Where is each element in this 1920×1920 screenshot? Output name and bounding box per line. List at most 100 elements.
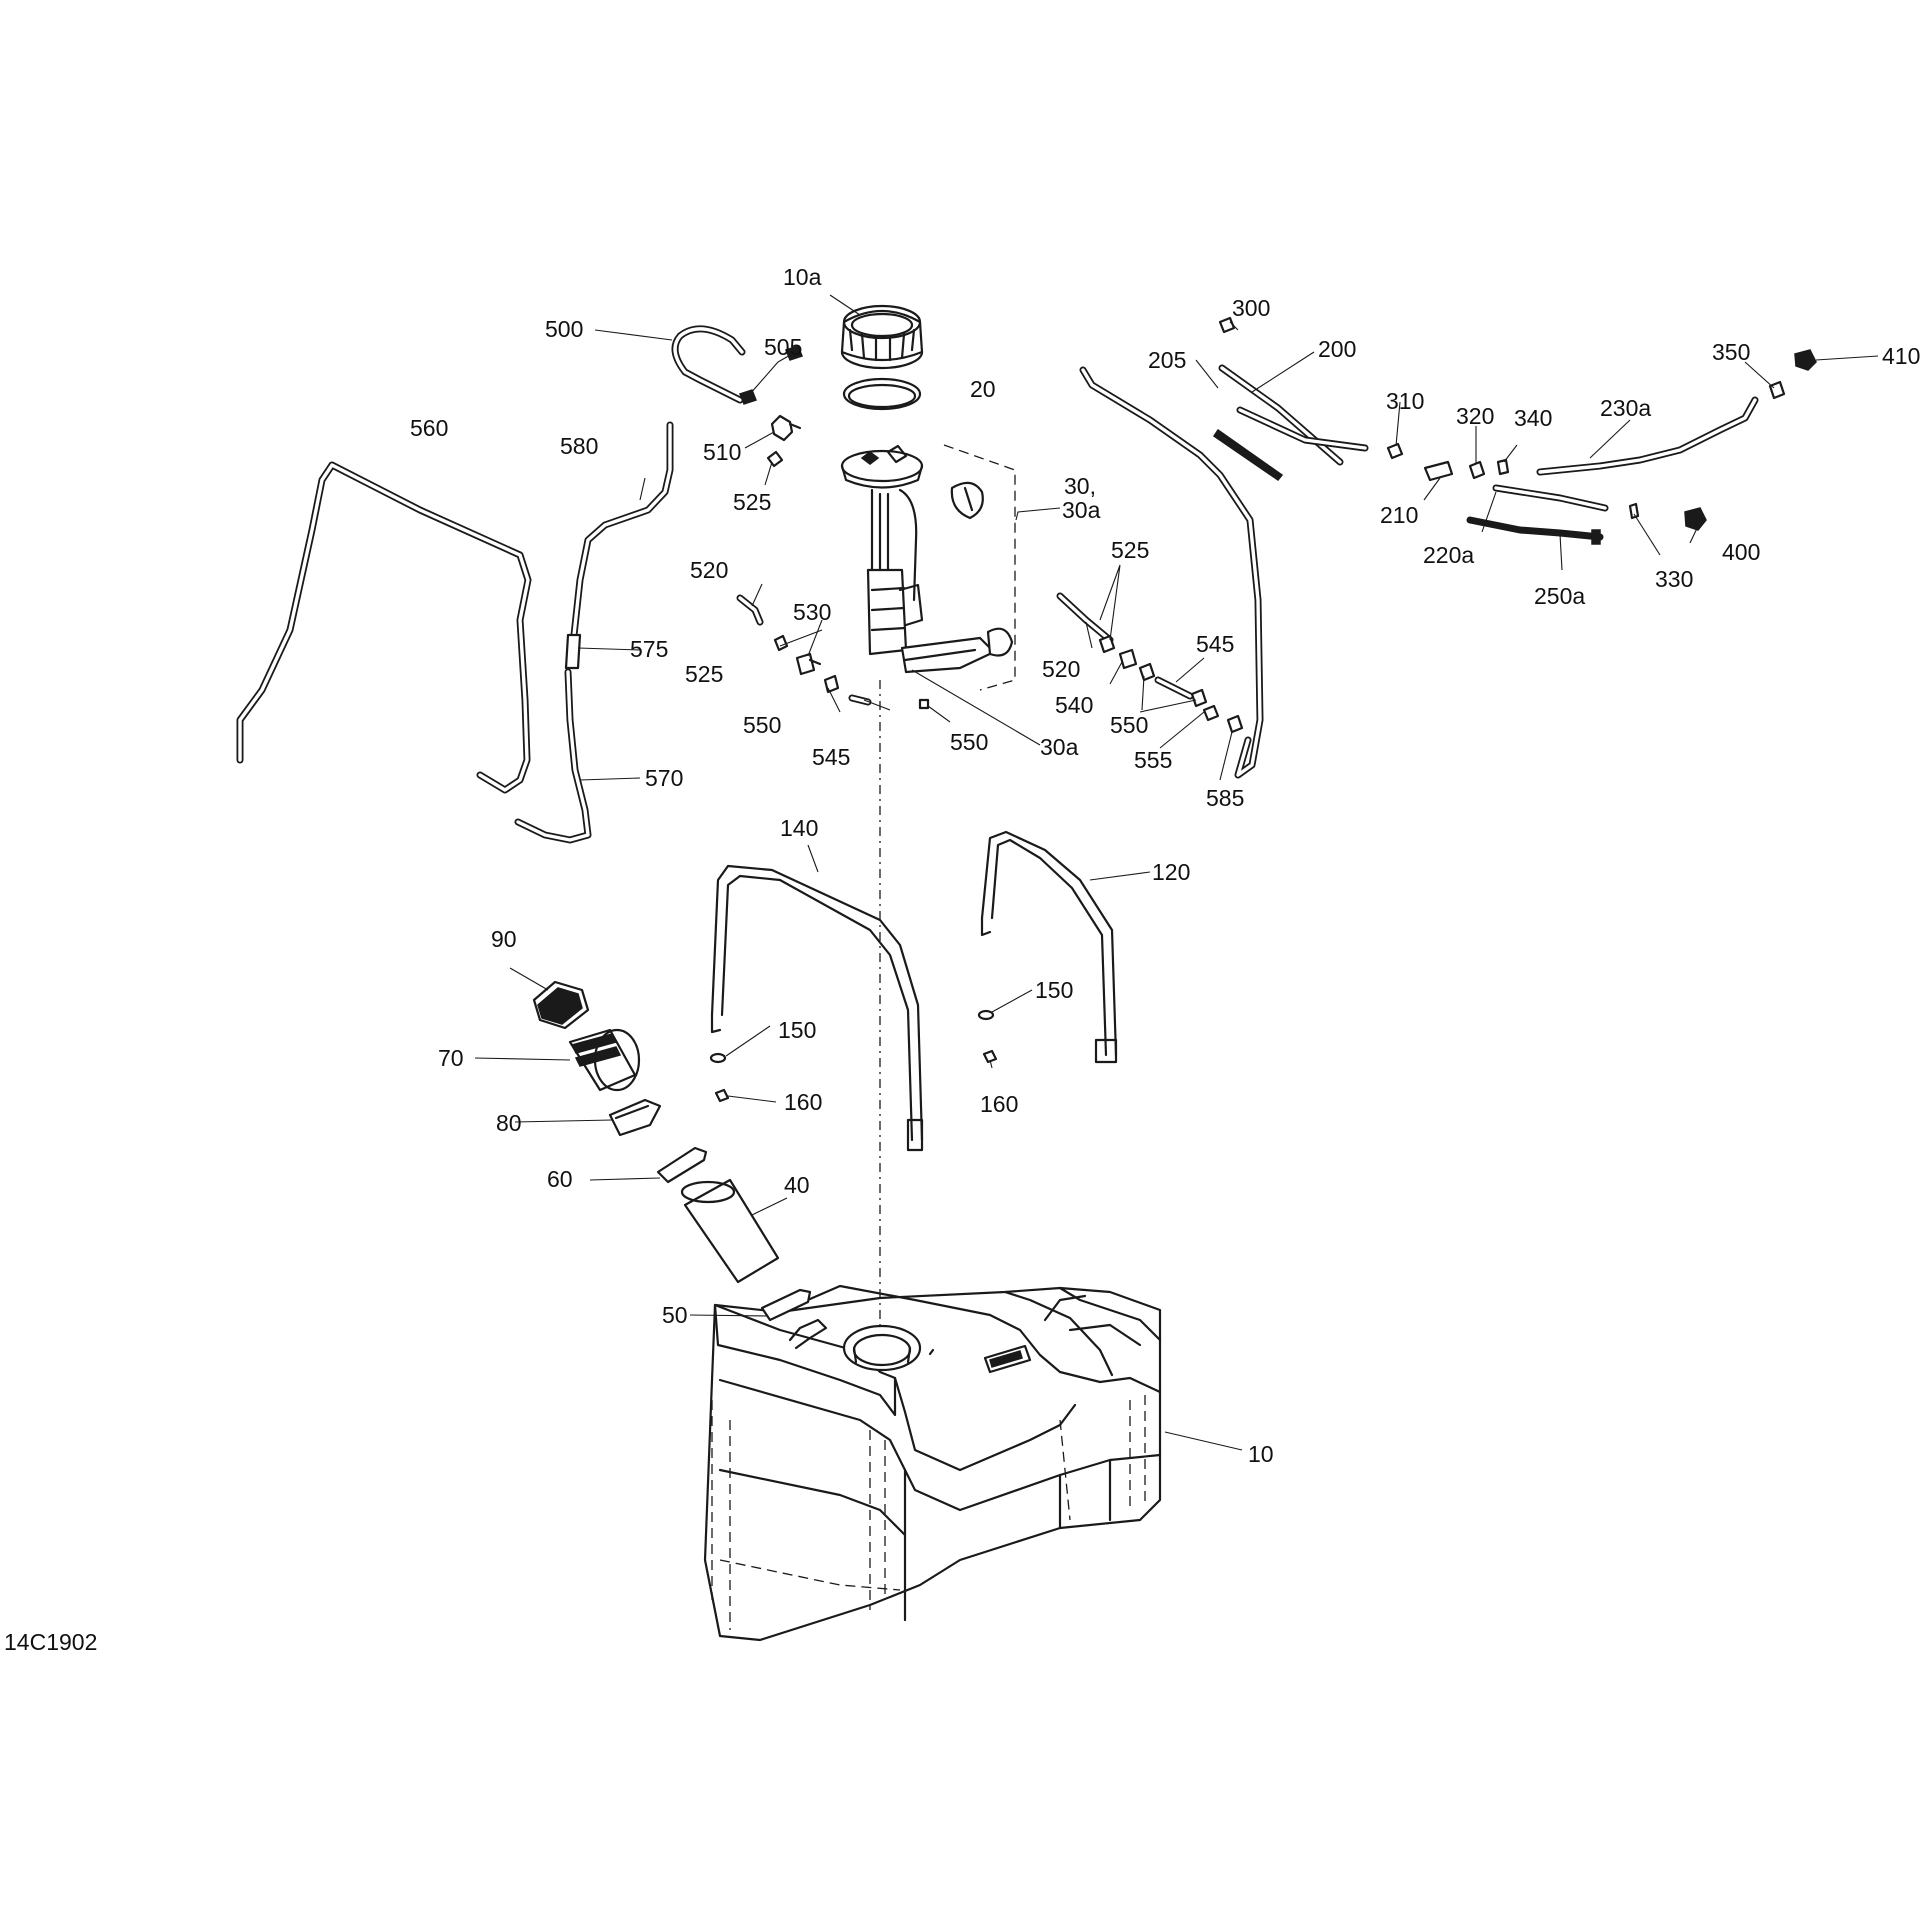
callout-220a: 220a — [1423, 542, 1474, 568]
callouts: 10a 500 505 20 300 200 205 350 410 560 5… — [410, 264, 1920, 1467]
callout-500: 500 — [545, 316, 583, 342]
pump-seal — [842, 377, 922, 411]
callout-545-right: 545 — [1196, 631, 1234, 657]
callout-10a: 10a — [783, 264, 822, 290]
callout-40: 40 — [784, 1172, 810, 1198]
callout-555: 555 — [1134, 747, 1172, 773]
callout-585: 585 — [1206, 785, 1244, 811]
clamp-550-right-b — [1190, 688, 1208, 708]
drawing-code: 14C1902 — [4, 1629, 97, 1655]
callout-10: 10 — [1248, 1441, 1274, 1467]
clamp-310 — [1386, 442, 1404, 460]
callout-570: 570 — [645, 765, 683, 791]
callout-550-center: 550 — [950, 729, 988, 755]
fuel-pump-module — [840, 444, 1016, 691]
callout-575: 575 — [630, 636, 668, 662]
clip-340 — [1496, 458, 1510, 476]
callout-300: 300 — [1232, 295, 1270, 321]
callout-520-left: 520 — [690, 557, 728, 583]
callout-580: 580 — [560, 433, 598, 459]
callout-330: 330 — [1655, 566, 1693, 592]
hose-545-right — [1154, 676, 1194, 700]
callout-120: 120 — [1152, 859, 1190, 885]
hose-545-left — [848, 694, 872, 706]
callout-550-left: 550 — [743, 712, 781, 738]
callout-540: 540 — [1055, 692, 1093, 718]
hose-200 — [1212, 364, 1369, 482]
callout-550-right: 550 — [1110, 712, 1148, 738]
callout-205: 205 — [1148, 347, 1186, 373]
callout-340: 340 — [1514, 405, 1552, 431]
clamp-300 — [1218, 316, 1236, 334]
callout-510: 510 — [703, 439, 741, 465]
clamp-550-right — [1138, 662, 1156, 682]
valve-400 — [1684, 507, 1707, 531]
clamp-350 — [1768, 380, 1786, 400]
nut-160-left — [714, 1088, 730, 1103]
clip-550-small — [918, 698, 930, 710]
callout-400: 400 — [1722, 539, 1760, 565]
fitting-530 — [795, 652, 822, 676]
callout-160-left: 160 — [784, 1089, 822, 1115]
clamp-550-left — [823, 674, 840, 694]
clamp-525-top — [766, 450, 784, 468]
callout-320: 320 — [1456, 403, 1494, 429]
hose-570 — [514, 668, 592, 844]
callout-20: 20 — [970, 376, 996, 402]
clamp-525-left — [773, 634, 789, 652]
clamp-60 — [656, 1146, 708, 1184]
fitting-510 — [770, 414, 802, 442]
fuel-tank — [703, 1284, 1162, 1642]
callout-50: 50 — [662, 1302, 688, 1328]
callout-310: 310 — [1386, 388, 1424, 414]
callout-200: 200 — [1318, 336, 1356, 362]
fitting-540 — [1118, 648, 1138, 670]
hose-250a — [1466, 516, 1604, 545]
connector-575 — [564, 633, 582, 670]
hose-560 — [236, 461, 532, 794]
hose-500 — [671, 325, 746, 404]
callout-560: 560 — [410, 415, 448, 441]
clamp-505 — [739, 345, 803, 405]
hose-220a — [1492, 484, 1609, 512]
callout-70: 70 — [438, 1045, 464, 1071]
fitting-555 — [1202, 704, 1220, 722]
callout-30a-top: 30a — [1062, 497, 1101, 523]
valve-410 — [1794, 349, 1817, 371]
lock-ring — [840, 304, 924, 370]
clamp-50 — [760, 1288, 812, 1322]
leader-lines — [474, 294, 1879, 1451]
callout-410: 410 — [1882, 343, 1920, 369]
callout-250a: 250a — [1534, 583, 1585, 609]
clamp-320 — [1468, 460, 1486, 480]
callout-210: 210 — [1380, 502, 1418, 528]
callout-520-right: 520 — [1042, 656, 1080, 682]
callout-60: 60 — [547, 1166, 573, 1192]
callout-545-left: 545 — [812, 744, 850, 770]
hose-520-left — [736, 594, 764, 626]
callout-90: 90 — [491, 926, 517, 952]
fuel-cap — [532, 980, 590, 1030]
hose-520-right — [1056, 592, 1114, 644]
callout-150-left: 150 — [778, 1017, 816, 1043]
washer-150-left — [709, 1052, 727, 1064]
filler-nut — [608, 1098, 662, 1137]
hose-580 — [570, 421, 674, 639]
callout-150-right: 150 — [1035, 977, 1073, 1003]
callout-30a-bottom: 30a — [1040, 734, 1079, 760]
callout-530: 530 — [793, 599, 831, 625]
nut-160-right — [982, 1049, 998, 1064]
filler-neck — [568, 1028, 641, 1092]
fitting-210 — [1423, 460, 1454, 482]
washer-150-right — [977, 1009, 995, 1021]
hose-205 — [1079, 366, 1264, 779]
fitting-330 — [1628, 502, 1640, 520]
callout-230a: 230a — [1600, 395, 1651, 421]
callout-525-left: 525 — [685, 661, 723, 687]
callout-160-right: 160 — [980, 1091, 1018, 1117]
callout-505: 505 — [764, 334, 802, 360]
callout-525-top: 525 — [733, 489, 771, 515]
callout-525-right: 525 — [1111, 537, 1149, 563]
strap-140 — [710, 864, 924, 1152]
